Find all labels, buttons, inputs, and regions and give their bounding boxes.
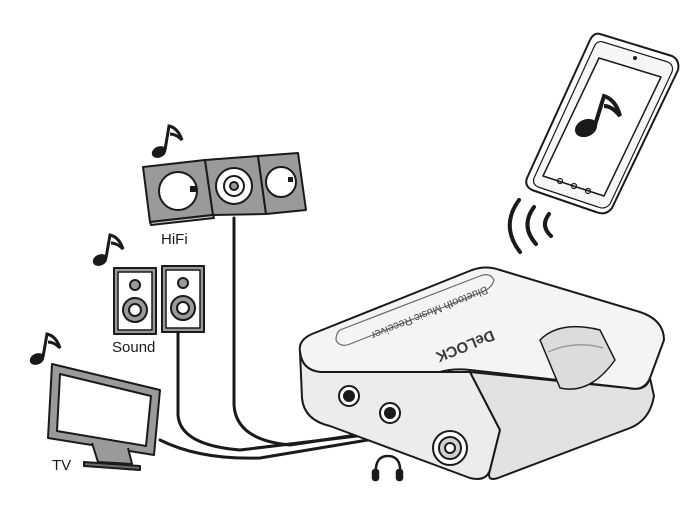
phone-screen [542, 57, 662, 197]
music-note-icon [151, 124, 184, 158]
music-note-icon [92, 233, 125, 266]
bluetooth-receiver [298, 266, 665, 480]
bluetooth-wave-icon [507, 198, 553, 254]
hifi-system [142, 152, 307, 226]
music-note-icon [29, 332, 62, 365]
audio-jack-left [338, 385, 360, 407]
headphones-icon [371, 454, 404, 482]
music-note-icon [574, 93, 622, 138]
hifi-label: HiFi [161, 231, 188, 248]
smartphone [525, 32, 680, 215]
tv-stand [91, 442, 133, 465]
tv [47, 363, 161, 471]
audio-jack-right [379, 402, 401, 424]
sound-speakers [113, 265, 205, 335]
sound-label: Sound [112, 339, 155, 356]
tv-label: TV [52, 457, 71, 474]
audio-cables [158, 216, 394, 460]
sound-right-speaker [161, 265, 205, 333]
power-button [432, 430, 468, 466]
cable-sound [176, 326, 392, 452]
device-side [469, 371, 655, 480]
sound-left-speaker [113, 267, 157, 335]
cable-tv [158, 434, 394, 460]
